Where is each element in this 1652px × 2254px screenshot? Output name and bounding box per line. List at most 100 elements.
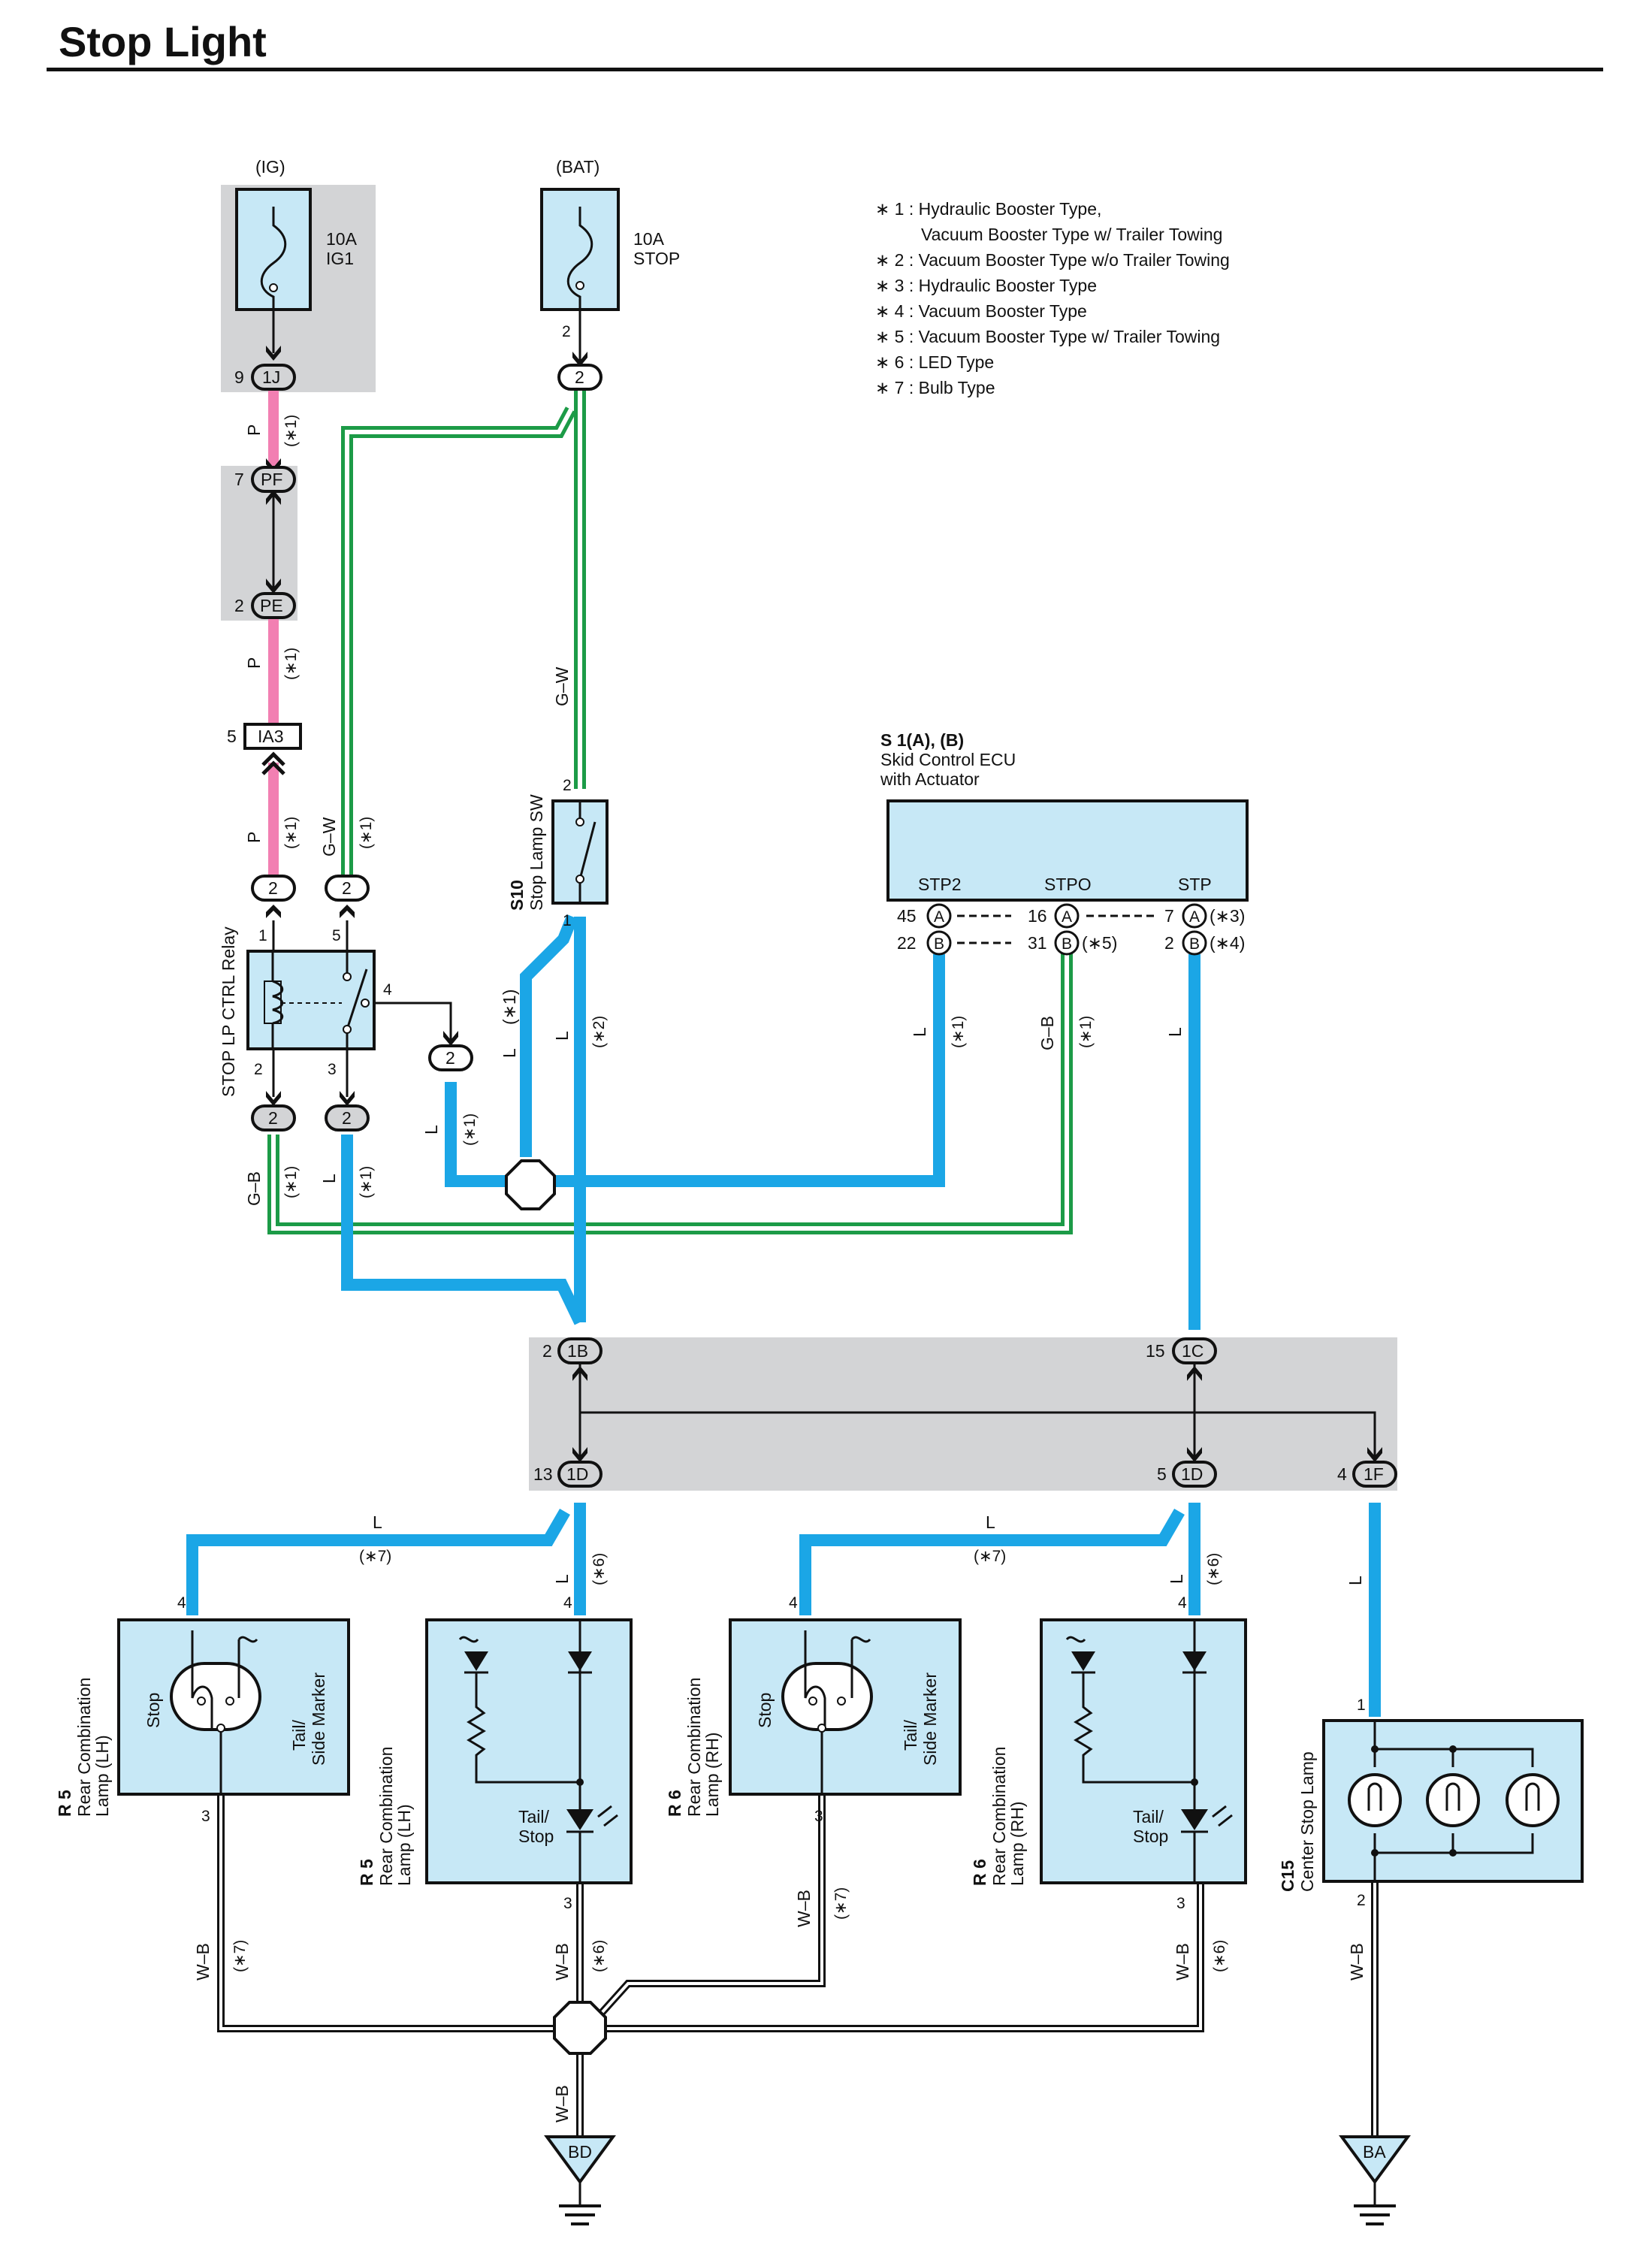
svg-text:3: 3 (563, 1895, 572, 1912)
svg-text:STP: STP (1178, 875, 1212, 894)
led-emitter-icon (566, 1809, 593, 1830)
svg-text:P: P (244, 657, 264, 669)
svg-text:G–B: G–B (1037, 1016, 1057, 1050)
svg-text:2: 2 (342, 1108, 352, 1128)
relay-connector-side: 2 (428, 1031, 473, 1071)
ground-bd: BD (544, 2135, 616, 2225)
bulb-icon (781, 1630, 873, 1794)
svg-text:Side Marker: Side Marker (309, 1672, 328, 1766)
rear-combination-lamp-rh-led: 4 Tail/ Stop 3 (1040, 1594, 1247, 1912)
svg-text:G–W: G–W (552, 666, 572, 706)
svg-text:∗ 7 : Bulb Type: ∗ 7 : Bulb Type (875, 378, 995, 397)
svg-text:4: 4 (177, 1594, 186, 1612)
led-emitter-icon (1181, 1809, 1208, 1830)
svg-text:2: 2 (268, 878, 278, 898)
svg-text:(∗1): (∗1) (461, 1113, 479, 1146)
stop-lamp-switch (551, 799, 609, 905)
connector-pf: PF 7 (234, 458, 296, 505)
svg-text:Lamp (LH): Lamp (LH) (92, 1735, 112, 1817)
wires (186, 389, 1381, 2138)
svg-text:(∗1): (∗1) (282, 415, 300, 447)
svg-text:(∗7): (∗7) (832, 1887, 850, 1920)
relay-connector-bottom-left: 2 (251, 1091, 296, 1132)
svg-text:2: 2 (254, 1061, 263, 1078)
svg-text:A: A (1189, 908, 1200, 926)
svg-text:13: 13 (533, 1464, 553, 1484)
svg-text:∗ 5 : Vacuum Booster Type w/ T: ∗ 5 : Vacuum Booster Type w/ Trailer Tow… (875, 327, 1220, 346)
svg-text:Lamp (RH): Lamp (RH) (702, 1733, 722, 1817)
svg-text:2: 2 (1357, 1892, 1366, 1909)
lamp-bulb-icon (1506, 1773, 1560, 1827)
svg-text:(∗1): (∗1) (358, 1166, 375, 1198)
svg-text:1B: 1B (567, 1341, 588, 1361)
rear-combination-lamp-lh-bulb: 4 Stop Tail/ Side Marker 3 (117, 1594, 350, 1825)
svg-text:R 6: R 6 (970, 1859, 989, 1886)
svg-text:W–B: W–B (552, 2085, 572, 2123)
connector-1d-right: 1D 5 (1157, 1447, 1217, 1488)
svg-text:W–B: W–B (193, 1943, 213, 1981)
svg-text:(∗6): (∗6) (1211, 1940, 1228, 1972)
connector-1b: 1B 2 (542, 1337, 603, 1381)
svg-text:15: 15 (1146, 1341, 1165, 1361)
svg-text:(∗3): (∗3) (1210, 906, 1245, 926)
svg-text:Tail/: Tail/ (289, 1719, 309, 1751)
svg-text:Vacuum Booster Type w/ Trailer: Vacuum Booster Type w/ Trailer Towing (921, 225, 1222, 244)
relay-connector-top-right: 2 (325, 875, 370, 918)
svg-text:L: L (1165, 1027, 1185, 1037)
title-underline (47, 68, 1603, 71)
svg-text:R 5: R 5 (357, 1859, 376, 1886)
svg-text:G–W: G–W (319, 817, 339, 857)
ground-icon (1339, 2135, 1411, 2185)
source-bat-label: (BAT) (556, 157, 599, 177)
svg-text:1: 1 (1357, 1697, 1366, 1714)
svg-text:(∗1): (∗1) (358, 817, 375, 849)
svg-text:Tail/: Tail/ (1133, 1807, 1164, 1826)
svg-text:C15: C15 (1278, 1860, 1297, 1892)
relay-label: STOP LP CTRL Relay (219, 926, 238, 1097)
svg-text:L: L (319, 1174, 339, 1183)
rear-combination-lamp-rh-bulb: 4 Stop Tail/ Side Marker 3 (729, 1594, 962, 1825)
resistor-icon (1074, 1672, 1194, 1784)
svg-text:4: 4 (1337, 1464, 1347, 1484)
svg-text:(∗6): (∗6) (590, 1553, 608, 1585)
svg-text:IG1: IG1 (326, 249, 354, 268)
svg-text:22: 22 (897, 933, 917, 953)
svg-text:7: 7 (234, 470, 244, 489)
rear-combination-lamp-lh-led: 4 Tail/ Stop 3 (425, 1594, 633, 1912)
svg-text:S 1(A), (B): S 1(A), (B) (880, 730, 964, 750)
svg-text:L: L (1167, 1574, 1186, 1584)
svg-text:Tail/: Tail/ (901, 1719, 920, 1751)
stop-lp-ctrl-relay (246, 950, 376, 1050)
svg-text:BA: BA (1363, 2142, 1386, 2162)
svg-text:L: L (552, 1031, 572, 1041)
svg-text:L: L (1345, 1576, 1365, 1585)
svg-text:4: 4 (789, 1594, 798, 1612)
svg-text:Rear Combination: Rear Combination (684, 1678, 704, 1817)
svg-text:10A: 10A (326, 229, 358, 249)
svg-text:7: 7 (1164, 906, 1174, 926)
led-diode-icon (464, 1651, 488, 1671)
svg-text:2: 2 (1164, 933, 1174, 953)
svg-text:∗ 1 : Hydraulic Booster Type,: ∗ 1 : Hydraulic Booster Type, (875, 199, 1101, 219)
ground-splice (553, 2001, 607, 2055)
connector-1j: 1J 9 (234, 346, 296, 391)
ecu-connector-a: 45 A 16 A 7 A (∗3) (897, 903, 1245, 929)
bulb-icon (170, 1630, 261, 1794)
svg-text:∗ 2 : Vacuum Booster Type w/o: ∗ 2 : Vacuum Booster Type w/o Trailer To… (875, 250, 1230, 270)
svg-text:A: A (1062, 908, 1072, 926)
connector-1c: 1C 15 (1146, 1337, 1217, 1381)
connector-1f: 1F 4 (1337, 1447, 1397, 1488)
svg-text:10A: 10A (633, 229, 665, 249)
svg-text:B: B (934, 935, 944, 953)
svg-text:2: 2 (268, 1108, 278, 1128)
s10-name: Stop Lamp SW (527, 794, 546, 911)
svg-text:W–B: W–B (794, 1890, 814, 1927)
svg-text:∗ 6 : LED Type: ∗ 6 : LED Type (875, 352, 994, 372)
svg-text:Rear Combination: Rear Combination (989, 1747, 1009, 1886)
svg-text:PE: PE (260, 596, 283, 615)
svg-text:2: 2 (445, 1048, 455, 1068)
svg-text:Tail/: Tail/ (518, 1807, 550, 1826)
svg-text:1D: 1D (566, 1464, 588, 1484)
ground-ba: BA (1339, 2135, 1411, 2225)
svg-text:(∗1): (∗1) (282, 648, 300, 680)
